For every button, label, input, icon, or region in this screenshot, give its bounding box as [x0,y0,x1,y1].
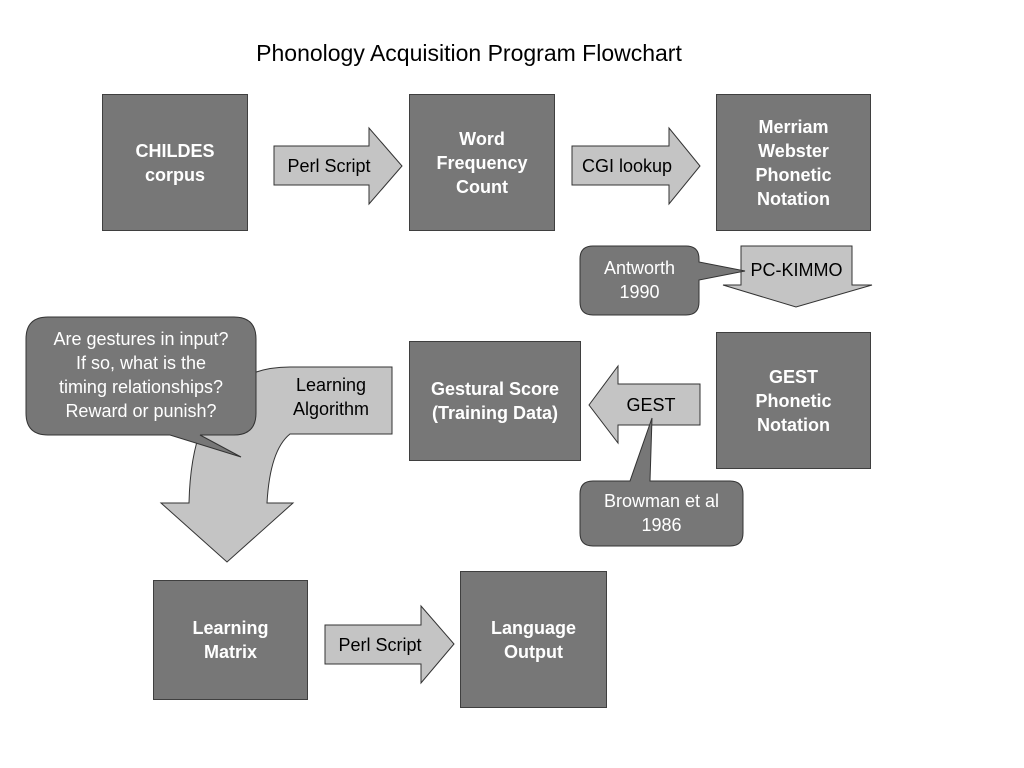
box-label: CHILDES corpus [135,140,215,185]
arrow-gest [588,364,701,445]
arrow-label-perl-script-1: Perl Script [287,156,371,176]
arrow-perl-script-2 [324,604,455,685]
box-label: Gestural Score (Training Data) [430,379,560,423]
box-label: GEST Phonetic Notation [755,366,832,435]
box-learning-matrix: Learning Matrix [153,580,308,700]
arrow-cgi-lookup [571,126,701,206]
callout-browman: Browman et al 1986 [603,491,720,535]
box-gestural-score: Gestural Score (Training Data) [409,341,581,461]
box-label: Merriam Webster Phonetic Notation [755,116,832,209]
arrow-pc-kimmo [722,245,873,308]
callout-antworth: Antworth 1990 [603,258,676,302]
page-title: Phonology Acquisition Program Flowchart [256,40,682,66]
box-label: Language Output [490,617,576,662]
box-label: Word Frequency Count [436,128,528,197]
box-label: Learning Matrix [192,618,269,662]
callout-questions-bubble [25,316,257,458]
box-gest-phonetic-notation: GEST Phonetic Notation [716,332,871,469]
box-childes-corpus: CHILDES corpus [102,94,248,231]
arrow-label-pc-kimmo: PC-KIMMO [750,260,843,280]
arrow-label-cgi-lookup: CGI lookup [581,156,673,176]
callout-antworth-bubble [579,245,746,316]
callout-browman-bubble [579,417,744,547]
box-language-output: Language Output [460,571,607,708]
box-word-frequency-count: Word Frequency Count [409,94,555,231]
callout-questions: Are gestures in input? If so, what is th… [53,329,229,421]
arrow-label-perl-script-2: Perl Script [338,635,422,655]
arrow-perl-script-1 [273,126,403,206]
arrow-label-gest: GEST [626,395,676,415]
arrow-label-learning-algorithm: Learning Algorithm [292,375,370,419]
box-merriam-webster-phonetic-notation: Merriam Webster Phonetic Notation [716,94,871,231]
